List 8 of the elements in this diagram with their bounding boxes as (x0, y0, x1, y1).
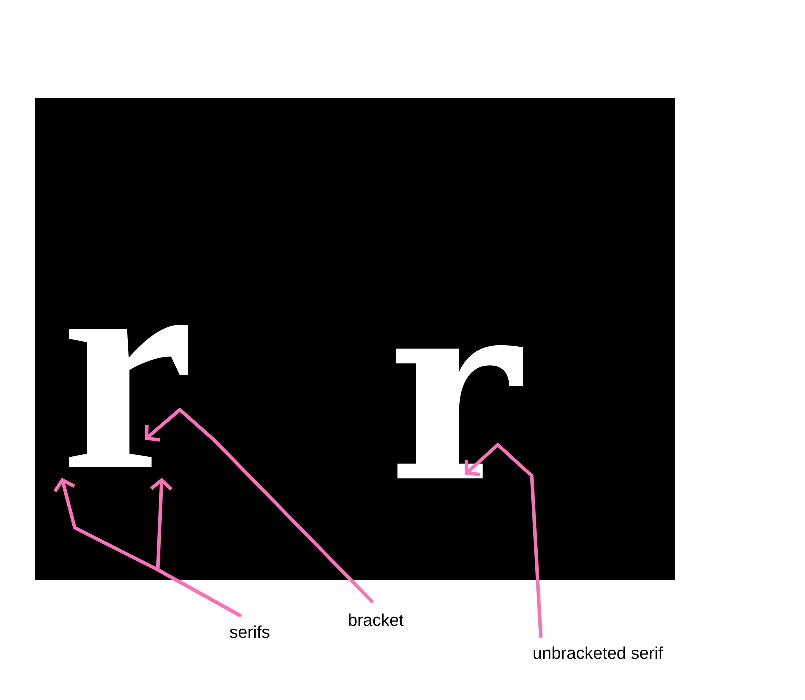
callout-label: unbracketed serif (534, 646, 664, 660)
leader-line (464, 443, 543, 638)
leader-line (150, 478, 242, 618)
letter-specimen: r (396, 345, 524, 479)
callout-label: serifs (230, 626, 270, 638)
callout-label: bracket (349, 614, 404, 626)
letter-specimen: r (70, 324, 188, 468)
leader-line (145, 408, 374, 604)
